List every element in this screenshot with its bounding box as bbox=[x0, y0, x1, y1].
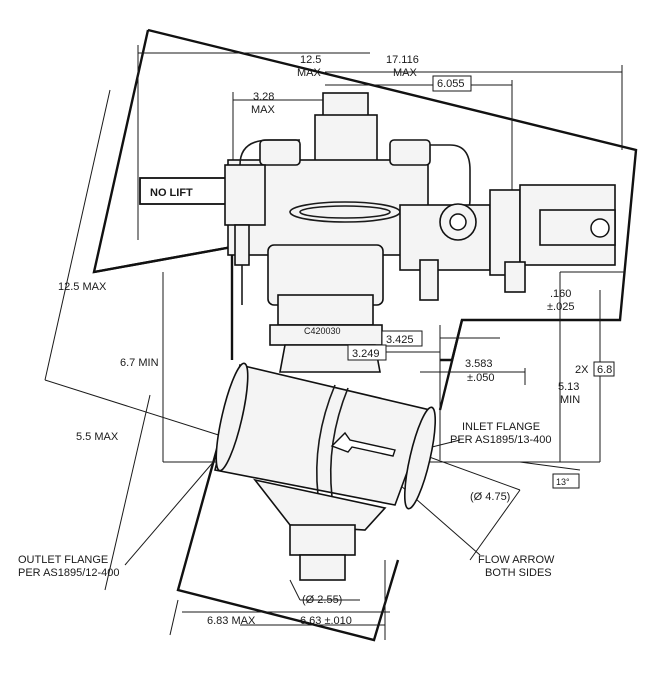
dim-top-width-unit: MAX bbox=[297, 67, 322, 79]
dim-dia-255: (Ø 2.55) bbox=[302, 594, 342, 606]
dim-box-6055 bbox=[432, 75, 472, 92]
outlet-flange-line1: OUTLET FLANGE bbox=[18, 554, 108, 566]
dim-overall-width-unit: MAX bbox=[393, 67, 418, 79]
dim-min-label: MIN bbox=[560, 394, 580, 406]
dim-bottom-max: 6.83 MAX bbox=[207, 615, 256, 627]
part-number-label: C420030 bbox=[304, 326, 341, 336]
dim-top-stub-unit: MAX bbox=[251, 104, 276, 116]
dim-160: .160 bbox=[550, 288, 571, 300]
no-lift-label: NO LIFT bbox=[150, 187, 193, 199]
no-lift-placard bbox=[139, 177, 231, 205]
valve-body: NO LIFT C420030 bbox=[139, 92, 616, 581]
dim-top-width: 12.5 bbox=[300, 54, 321, 66]
dim-box-3425 bbox=[381, 330, 423, 347]
envelope-outline bbox=[92, 28, 638, 642]
dim-513: 5.13 bbox=[558, 381, 579, 393]
flow-arrow-line2: BOTH SIDES bbox=[485, 567, 552, 579]
inlet-flange-line1: INLET FLANGE bbox=[462, 421, 540, 433]
inlet-flange-line2: PER AS1895/13-400 bbox=[450, 434, 552, 446]
flow-arrow-line1: FLOW ARROW bbox=[478, 554, 555, 566]
dim-box-68 bbox=[593, 361, 615, 377]
dim-box-3249 bbox=[347, 344, 387, 361]
flow-arrow-icon bbox=[330, 431, 396, 457]
dim-bottom-width: 6.63 ±.010 bbox=[300, 615, 352, 627]
dim-left-height: 12.5 MAX bbox=[58, 281, 107, 293]
dim-angle-13: 13° bbox=[556, 477, 570, 487]
dim-dia-475: (Ø 4.75) bbox=[470, 491, 510, 503]
dim-top-stub: 3.28 bbox=[253, 91, 274, 103]
dim-68: 6.8 bbox=[597, 364, 612, 376]
dim-overall-width: 17.116 bbox=[386, 54, 419, 66]
dim-3583: 3.583 bbox=[465, 358, 493, 370]
dim-tol-025: ±.025 bbox=[547, 301, 574, 313]
dim-3425: 3.425 bbox=[386, 334, 414, 346]
dimension-text: 12.5 MAX 17.116 MAX 6.055 3.28 MAX 12.5 … bbox=[58, 54, 612, 627]
dim-min-67: 6.7 MIN bbox=[120, 357, 159, 369]
dim-tol-050: ±.050 bbox=[467, 372, 494, 384]
boxed-dimensions bbox=[347, 75, 615, 489]
dim-6055: 6.055 bbox=[437, 78, 465, 90]
dim-box-13deg bbox=[552, 473, 580, 489]
outlet-flange-line2: PER AS1895/12-400 bbox=[18, 567, 120, 579]
dim-2x: 2X bbox=[575, 364, 589, 376]
callout-labels: INLET FLANGE PER AS1895/13-400 OUTLET FL… bbox=[18, 421, 555, 579]
dim-3249: 3.249 bbox=[352, 348, 380, 360]
dim-max-55: 5.5 MAX bbox=[76, 431, 119, 443]
